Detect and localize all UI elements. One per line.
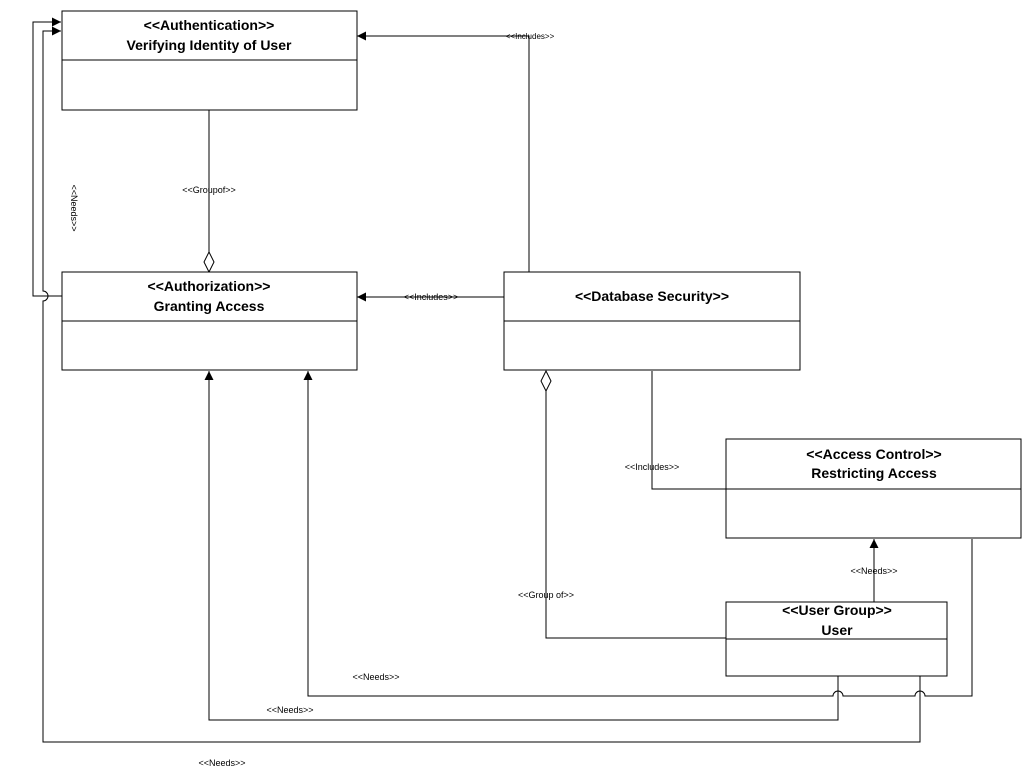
access-control-stereotype: <<Access Control>> <box>806 446 941 462</box>
needs-access-control-label: <<Needs>> <box>850 566 897 576</box>
groupof-label: <<Groupof>> <box>182 185 236 195</box>
needs-label-3: <<Needs>> <box>198 758 245 768</box>
group-of-line <box>545 391 726 639</box>
access-control-name: Restricting Access <box>811 465 937 481</box>
authentication-name: Verifying Identity of User <box>127 37 292 53</box>
authorization-name: Granting Access <box>154 298 265 314</box>
needs-access-control-to-authorization-line <box>303 371 973 697</box>
needs-vertical-label: <<Needs>> <box>69 184 79 231</box>
database-security-stereotype: <<Database Security>> <box>575 288 729 304</box>
authentication-stereotype: <<Authentication>> <box>144 17 275 33</box>
user-group-box: <<User Group>> User <box>725 601 948 677</box>
group-of-diamond <box>540 369 552 393</box>
needs-usergroup-to-authentication-line <box>42 26 921 743</box>
needs-authorization-to-authentication-line <box>32 17 62 297</box>
includes-db-to-authentication-line <box>357 31 530 272</box>
database-security-box: <<Database Security>> <box>503 271 801 371</box>
access-control-box: <<Access Control>> Restricting Access <box>725 438 1022 539</box>
authentication-box: <<Authentication>> Verifying Identity of… <box>61 10 358 111</box>
includes-db-to-access-control-line <box>651 371 726 490</box>
needs-label-2: <<Needs>> <box>266 705 313 715</box>
authorization-box: <<Authorization>> Granting Access <box>61 271 358 371</box>
groupof-diamond <box>203 250 215 274</box>
includes-label-top: <<Includes>> <box>506 32 555 41</box>
user-group-stereotype: <<User Group>> <box>782 602 892 618</box>
needs-usergroup-to-authorization-line <box>204 371 839 721</box>
user-group-name: User <box>821 622 853 638</box>
authorization-stereotype: <<Authorization>> <box>148 278 271 294</box>
group-of-label: <<Group of>> <box>518 590 574 600</box>
connector-labels: <<Includes>> <<Includes>> <<Includes>> <… <box>69 32 898 768</box>
includes-label-access-control: <<Includes>> <box>625 462 680 472</box>
includes-label-mid: <<Includes>> <box>404 292 459 302</box>
needs-label-1: <<Needs>> <box>352 672 399 682</box>
